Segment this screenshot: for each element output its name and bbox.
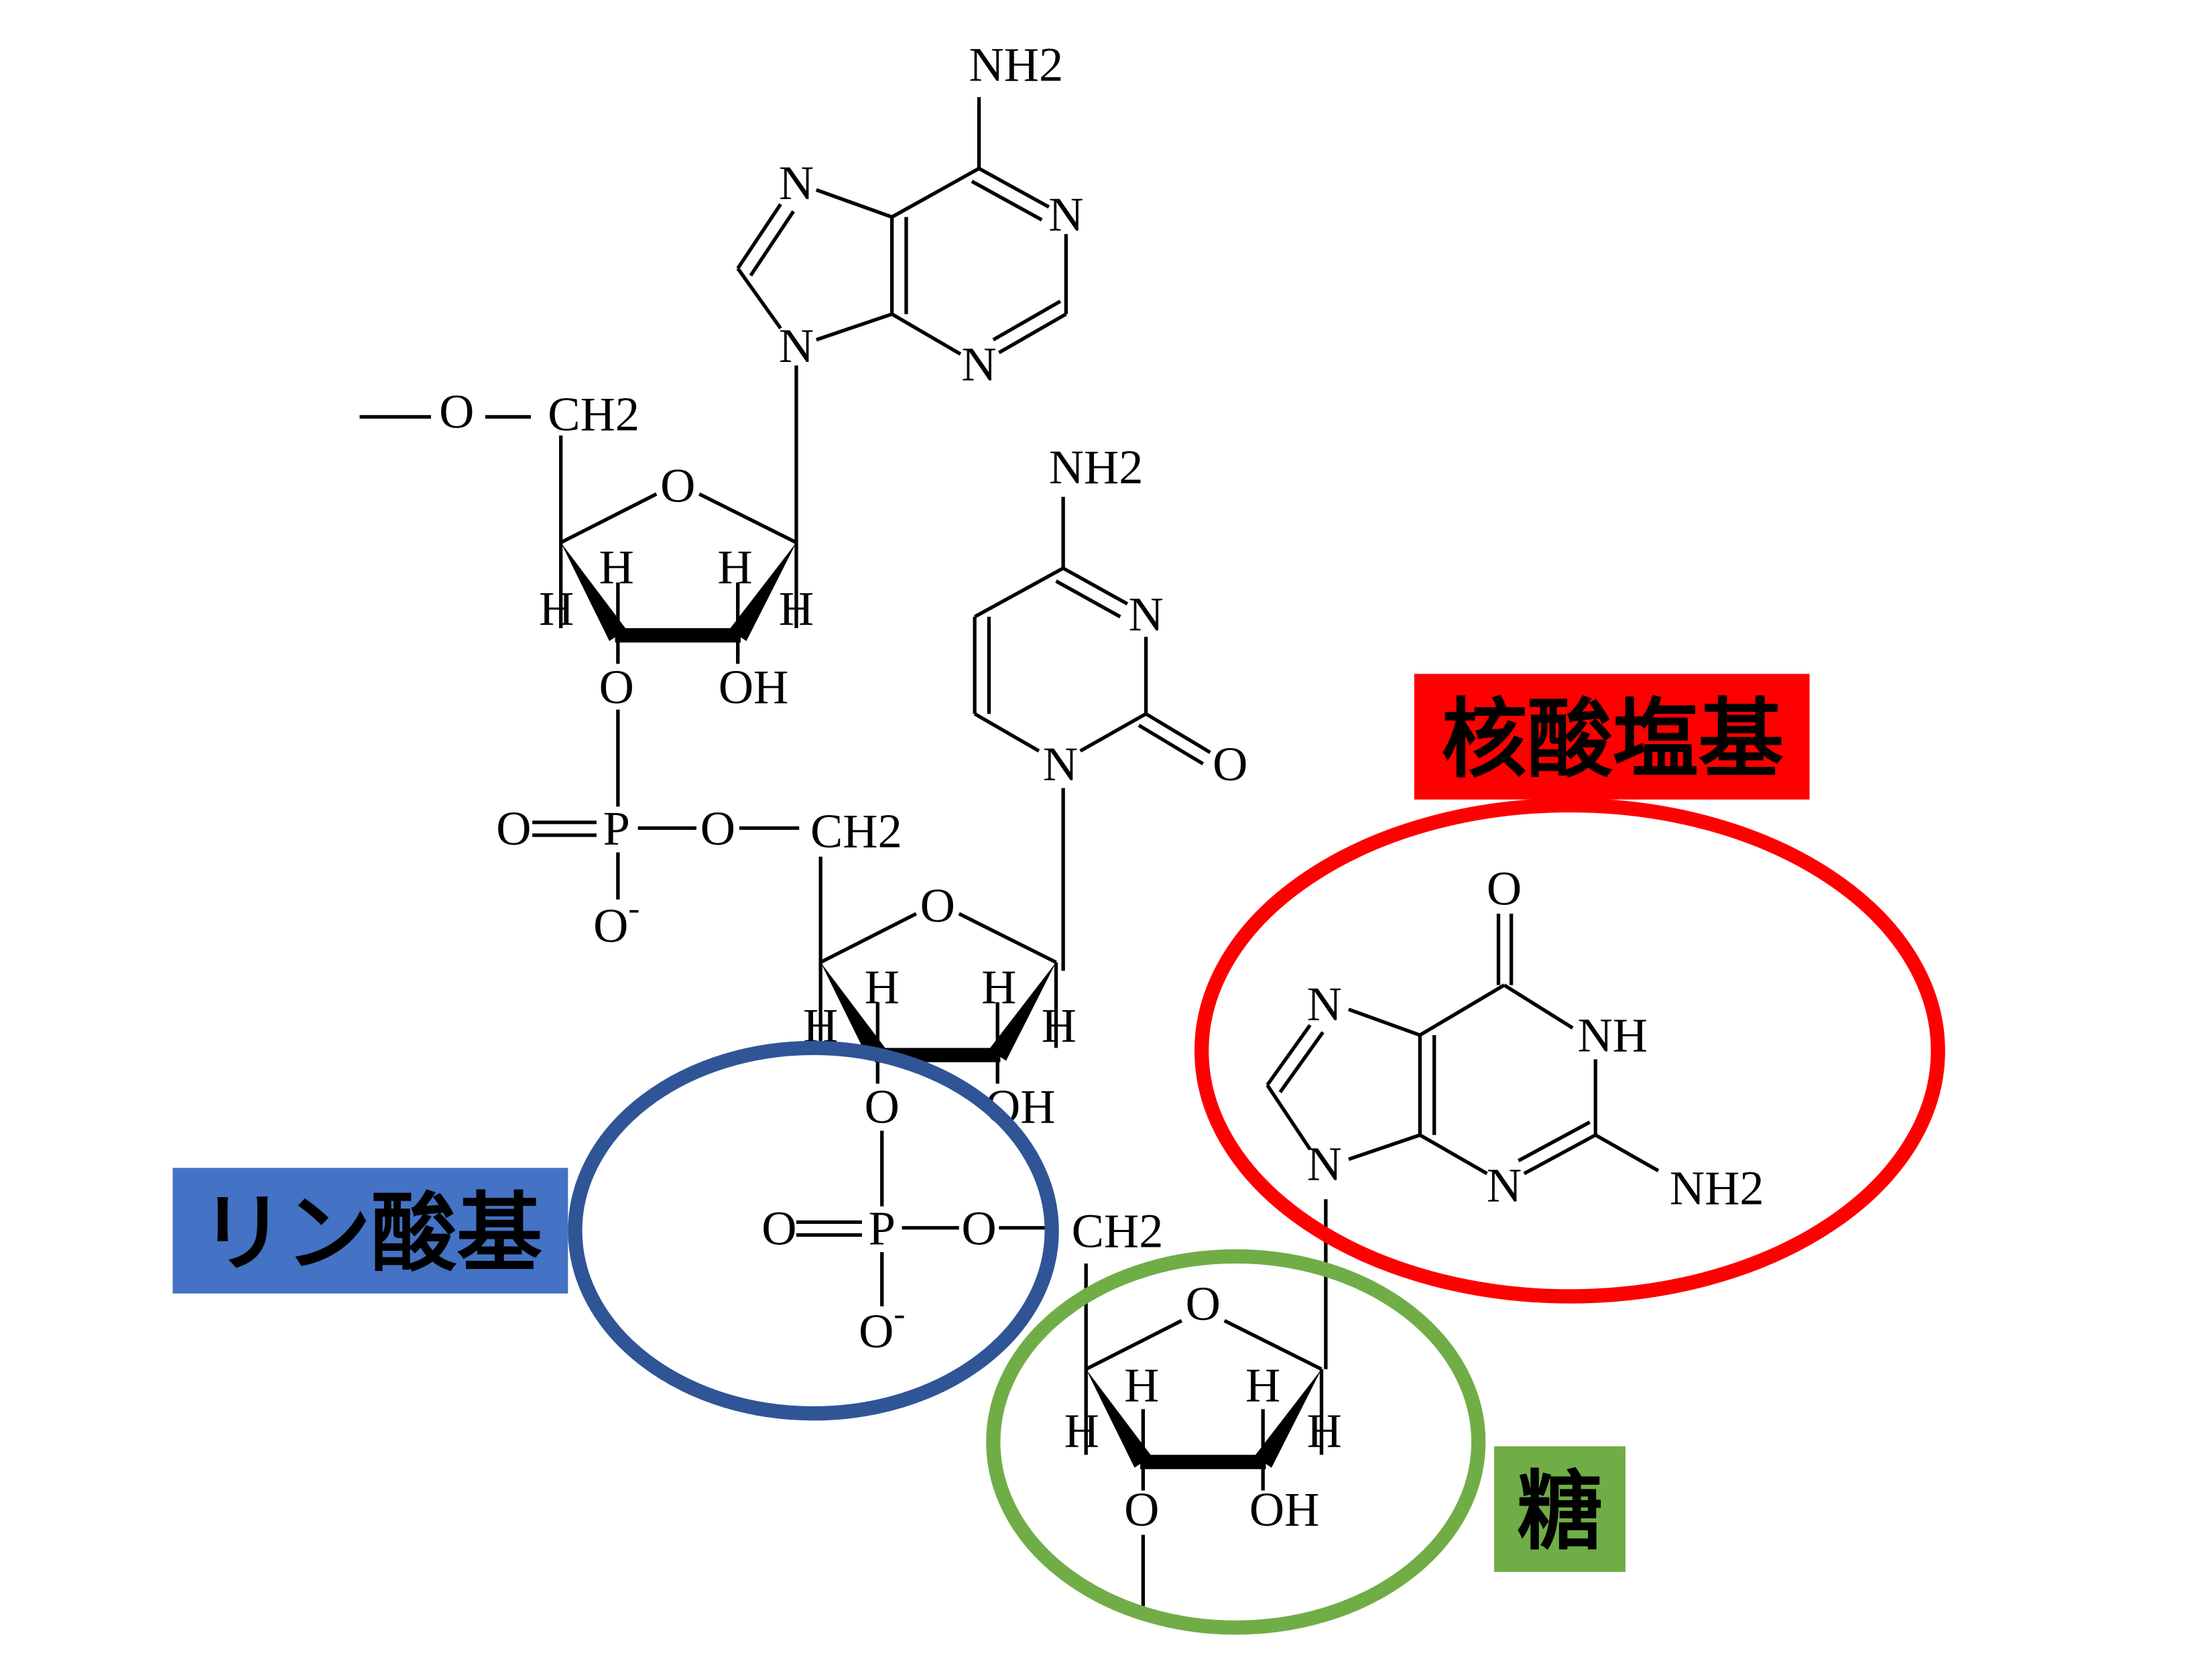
bond [973, 566, 1064, 619]
bond [815, 188, 893, 219]
bond [1594, 1133, 1660, 1172]
bond [698, 492, 798, 544]
atom-label: H [779, 581, 814, 635]
atom-label: O [1487, 861, 1522, 915]
wedge-bond [1086, 1369, 1152, 1468]
bond [560, 492, 658, 544]
bond [891, 312, 962, 356]
wedge-bond [560, 542, 627, 641]
bond [1419, 983, 1506, 1037]
wedge-bond [1254, 1369, 1322, 1468]
atom-label: H [1124, 1358, 1159, 1412]
bond [736, 267, 782, 330]
atom-label: O- [859, 1294, 905, 1358]
atom-label: CH2 [1072, 1204, 1164, 1258]
atom-label: CH2 [548, 387, 639, 441]
phosphate-group-highlight-ring [568, 1040, 1059, 1421]
bond [1223, 1318, 1323, 1371]
atom-label: N [1307, 977, 1342, 1031]
atom-label: O [496, 801, 531, 855]
atom-label: H [539, 581, 574, 635]
atom-label: N [1043, 737, 1078, 791]
atom-label: CH2 [810, 804, 902, 858]
wedge-bond [820, 962, 887, 1061]
chemical-bonds [359, 97, 1660, 1607]
atom-label: N [961, 337, 996, 391]
base-label: 核酸塩基 [1441, 690, 1784, 790]
atom-label: O- [593, 889, 639, 953]
phosphate-label: リン酸基 [200, 1184, 542, 1284]
atom-label: O [920, 878, 955, 932]
atom-label: O [761, 1201, 796, 1255]
atom-label: O [660, 458, 695, 513]
bond [1348, 1133, 1421, 1162]
double-bond [1518, 1120, 1591, 1162]
sugar-highlight-ring [986, 1249, 1486, 1635]
atom-label: OH [719, 660, 789, 714]
atom-label: OH [1249, 1482, 1320, 1536]
bond [1348, 1007, 1421, 1037]
bond [1079, 712, 1147, 753]
bond [973, 712, 1040, 753]
double-bond [1278, 1031, 1325, 1093]
bond [819, 912, 918, 964]
double-bond [1145, 712, 1211, 754]
double-bond [1266, 1024, 1312, 1087]
bond [958, 912, 1057, 964]
atom-label: N [779, 156, 814, 210]
double-bond [992, 300, 1062, 342]
bond [1419, 1133, 1488, 1176]
atom-label: N [1128, 587, 1163, 641]
double-bond [997, 312, 1067, 355]
atom-label: P [869, 1201, 896, 1255]
atom-label: NH2 [1670, 1161, 1764, 1215]
bond [1266, 1084, 1312, 1151]
atom-label: N [1487, 1158, 1522, 1212]
atom-label: H [1245, 1358, 1280, 1412]
double-bond [1138, 723, 1205, 765]
double-bond [1062, 566, 1129, 606]
atom-label: N [1307, 1136, 1342, 1190]
atom-label: H [1042, 998, 1077, 1052]
double-bond [1523, 1133, 1597, 1176]
base-highlight-ring [1194, 798, 1945, 1304]
atom-label: H [981, 959, 1016, 1013]
atom-label: O [700, 801, 735, 855]
phosphate-label-box: リン酸基 [172, 1168, 568, 1294]
double-bond [971, 180, 1043, 222]
double-bond [978, 167, 1050, 209]
atom-label: O [439, 384, 474, 438]
wedge-bond [729, 542, 796, 641]
atom-label: O [599, 660, 634, 714]
atom-label: H [599, 540, 634, 594]
atom-label: P [603, 801, 630, 855]
atom-label: O [1124, 1482, 1159, 1536]
sugar-label-box: 糖 [1494, 1446, 1625, 1573]
atom-label: O [865, 1079, 900, 1133]
sugar-label: 糖 [1517, 1462, 1603, 1562]
atom-label: N [779, 318, 814, 373]
atom-label: O [1186, 1276, 1221, 1331]
atom-label: O [961, 1201, 996, 1255]
bond [1085, 1318, 1183, 1371]
atom-label: H [1307, 1404, 1342, 1458]
bond [891, 167, 980, 219]
atom-label: H [717, 540, 752, 594]
wedge-bond [989, 962, 1056, 1061]
atom-label: N [1048, 187, 1083, 241]
bond [1503, 983, 1574, 1030]
atom-label: NH [1578, 1008, 1648, 1062]
atom-label: H [1064, 1404, 1099, 1458]
atom-label: NH2 [1049, 440, 1144, 494]
double-bond [749, 210, 795, 277]
base-label-box: 核酸塩基 [1414, 674, 1810, 800]
atom-label: H [865, 959, 900, 1013]
atom-label: O [1213, 737, 1247, 791]
double-bond [1055, 579, 1121, 619]
double-bond [736, 203, 782, 269]
atom-label: NH2 [969, 37, 1064, 91]
bond [815, 312, 893, 342]
